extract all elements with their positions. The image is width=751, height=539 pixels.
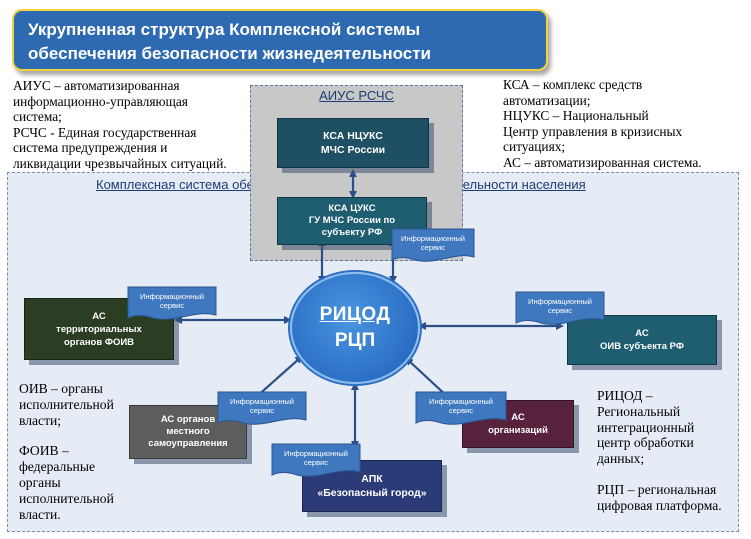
note-top-right: КСА – комплекс средств автоматизации; НЦ…	[503, 77, 702, 170]
title-line-1: Укрупненная структура Комплексной систем…	[28, 20, 421, 39]
box-as-org[interactable]: АС организаций	[462, 400, 574, 448]
box-ksa-ncuks[interactable]: КСА НЦУКС МЧС России	[277, 118, 429, 168]
page-title: Укрупненная структура Комплексной систем…	[12, 9, 548, 71]
title-line-2: обеспечения безопасности жизнедеятельнос…	[28, 44, 432, 63]
note-bottom-left: ОИВ – органы исполнительной власти; ФОИВ…	[19, 381, 114, 522]
note-top-left: АИУС – автоматизированная информационно-…	[13, 78, 227, 171]
box-ksa-cuks[interactable]: КСА ЦУКС ГУ МЧС России по субъекту РФ	[277, 197, 427, 245]
box-as-foiv[interactable]: АС территориальных органов ФОИВ	[24, 298, 174, 360]
note-bottom-right: РИЦОД – Региональный интеграционный цент…	[597, 388, 722, 513]
aius-rschs-label: АИУС РСЧС	[319, 88, 394, 103]
box-as-oiv[interactable]: АС ОИВ субъекта РФ	[567, 315, 717, 365]
center-ricod-rcp[interactable]: РИЦОД РЦП	[290, 272, 420, 384]
